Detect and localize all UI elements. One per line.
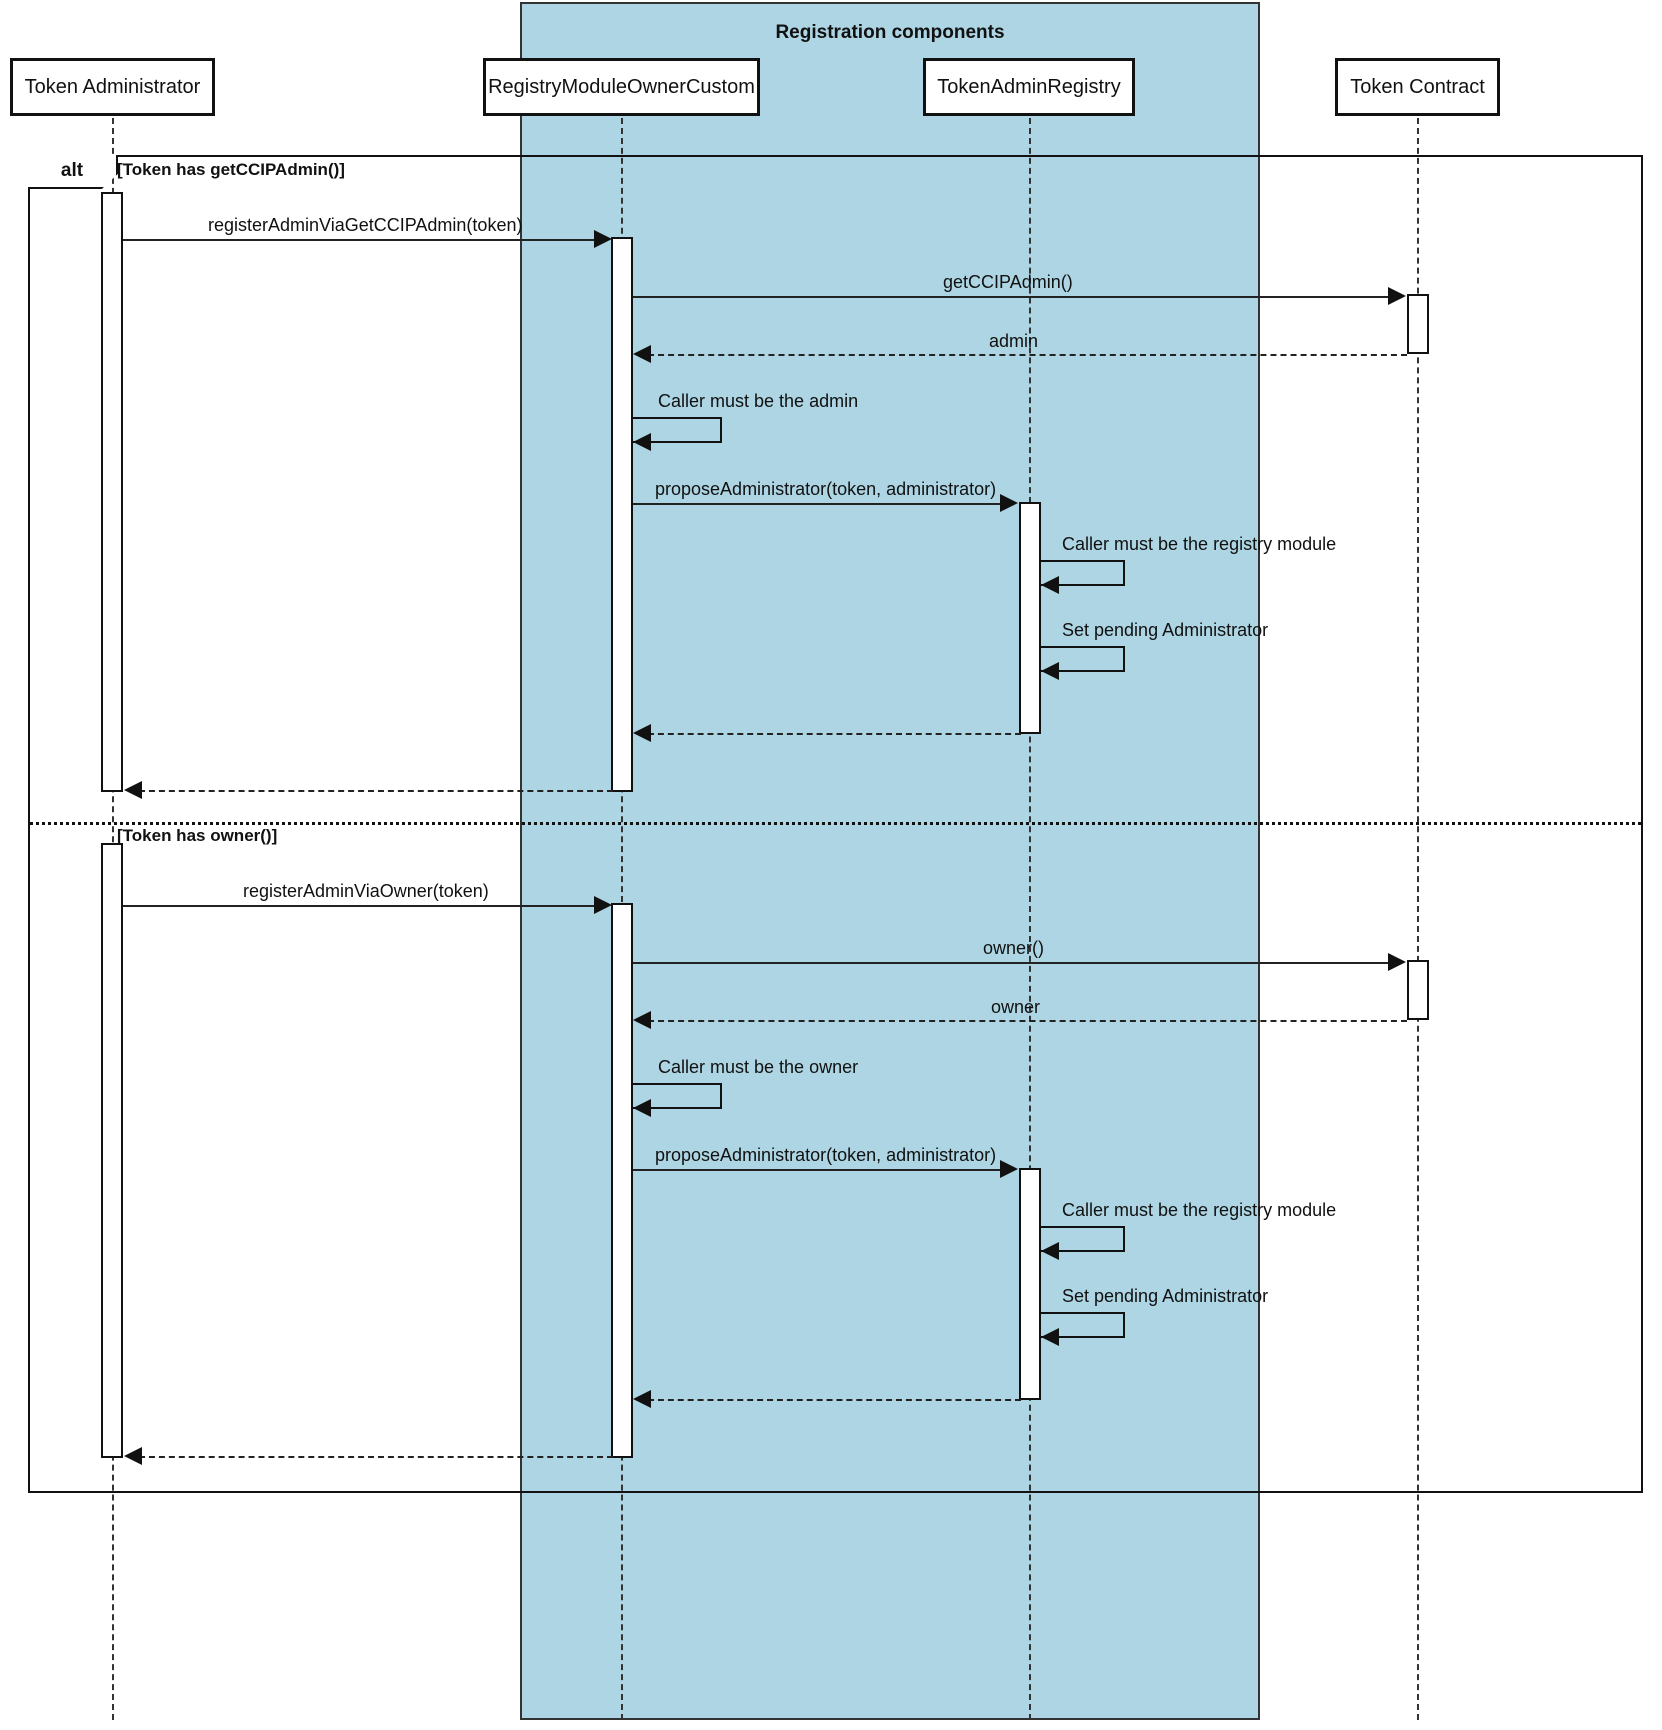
message-line-2 <box>633 296 1389 298</box>
message-arrowhead-18 <box>124 1447 142 1465</box>
message-arrowhead-17 <box>633 1390 651 1408</box>
message-arrowhead-13 <box>633 1099 651 1117</box>
message-label-1: registerAdminViaGetCCIPAdmin(token) <box>208 215 523 235</box>
group-registration-components <box>520 2 1260 1720</box>
alt-guard-1: [Token has getCCIPAdmin()] <box>117 160 345 179</box>
message-label-10: registerAdminViaOwner(token) <box>243 881 489 901</box>
alt-operator-tag: alt <box>28 155 118 189</box>
message-line-5 <box>633 503 1001 505</box>
message-line-8 <box>648 733 1021 735</box>
message-label-16: Set pending Administrator <box>1062 1286 1269 1306</box>
message-arrowhead-5 <box>1000 494 1018 512</box>
activation-admin-1 <box>101 192 123 792</box>
participant-label: Token Contract <box>1350 75 1485 98</box>
message-line-9 <box>139 790 613 792</box>
message-line-11 <box>633 962 1389 964</box>
message-line-10 <box>123 905 599 907</box>
message-arrowhead-9 <box>124 781 142 799</box>
message-arrowhead-1 <box>594 230 612 248</box>
message-line-12 <box>648 1020 1407 1022</box>
message-arrowhead-7 <box>1041 662 1059 680</box>
message-line-18 <box>139 1456 613 1458</box>
message-arrowhead-4 <box>633 433 651 451</box>
message-label-12: owner <box>991 997 1041 1017</box>
message-line-3 <box>648 354 1407 356</box>
alt-operator-label: alt <box>60 160 84 181</box>
message-arrowhead-8 <box>633 724 651 742</box>
message-arrowhead-2 <box>1388 287 1406 305</box>
message-arrowhead-12 <box>633 1011 651 1029</box>
activation-registry-1 <box>611 237 633 792</box>
participant-token-administrator[interactable]: Token Administrator <box>10 58 215 116</box>
participant-label: RegistryModuleOwnerCustom <box>488 75 755 98</box>
message-arrowhead-15 <box>1041 1242 1059 1260</box>
message-arrowhead-11 <box>1388 953 1406 971</box>
message-label-5: proposeAdministrator(token, administrato… <box>655 479 997 499</box>
message-label-4: Caller must be the admin <box>658 391 859 411</box>
self-message-loop-6 <box>1041 560 1125 586</box>
group-title: Registration components <box>775 22 1005 43</box>
self-message-loop-15 <box>1041 1226 1125 1252</box>
message-arrowhead-10 <box>594 896 612 914</box>
message-line-14 <box>633 1169 1001 1171</box>
self-message-loop-4 <box>633 417 722 443</box>
message-label-7: Set pending Administrator <box>1062 620 1269 640</box>
participant-label: TokenAdminRegistry <box>937 75 1121 98</box>
message-line-1 <box>123 239 599 241</box>
participant-tokenadminregistry[interactable]: TokenAdminRegistry <box>923 58 1135 116</box>
message-label-14: proposeAdministrator(token, administrato… <box>655 1145 997 1165</box>
alt-guard-2: [Token has owner()] <box>117 826 278 845</box>
self-message-loop-7 <box>1041 646 1125 672</box>
alt-fragment-frame <box>28 155 1643 1493</box>
message-arrowhead-3 <box>633 345 651 363</box>
message-arrowhead-14 <box>1000 1160 1018 1178</box>
activation-tokencontract-1 <box>1407 294 1429 354</box>
participant-label: Token Administrator <box>24 75 201 98</box>
message-arrowhead-16 <box>1041 1328 1059 1346</box>
message-label-15: Caller must be the registry module <box>1062 1200 1337 1220</box>
activation-tar-1 <box>1019 502 1041 734</box>
alt-branch-separator <box>30 822 1641 825</box>
lifeline-tokencontract <box>1417 118 1419 1720</box>
message-line-17 <box>648 1399 1021 1401</box>
message-label-6: Caller must be the registry module <box>1062 534 1337 554</box>
message-label-11: owner() <box>983 938 1045 958</box>
self-message-loop-16 <box>1041 1312 1125 1338</box>
message-label-2: getCCIPAdmin() <box>943 272 1073 292</box>
message-arrowhead-6 <box>1041 576 1059 594</box>
participant-tokencontract[interactable]: Token Contract <box>1335 58 1500 116</box>
activation-tokencontract-2 <box>1407 960 1429 1020</box>
message-label-3: admin <box>989 331 1039 351</box>
activation-tar-2 <box>1019 1168 1041 1400</box>
message-label-13: Caller must be the owner <box>658 1057 859 1077</box>
self-message-loop-13 <box>633 1083 722 1109</box>
activation-registry-2 <box>611 903 633 1458</box>
activation-admin-2 <box>101 843 123 1458</box>
lifeline-tokenadminregistry <box>1029 118 1031 1720</box>
participant-registrymoduleownercustom[interactable]: RegistryModuleOwnerCustom <box>483 58 760 116</box>
